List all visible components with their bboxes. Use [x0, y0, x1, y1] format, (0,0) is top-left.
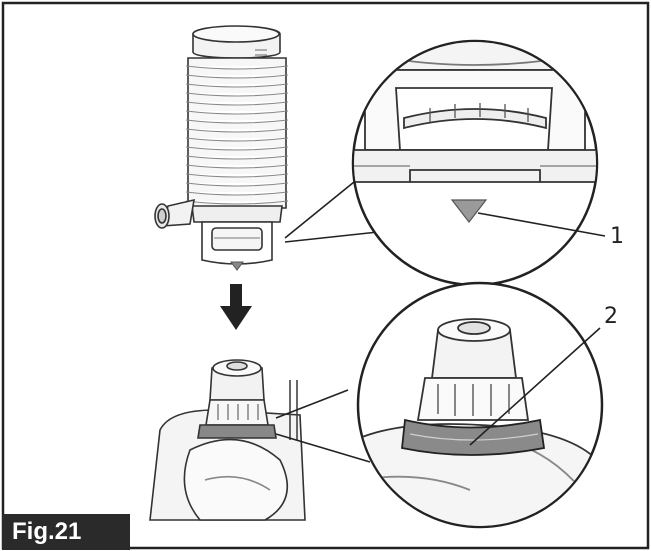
detail-circle-1 — [351, 39, 599, 287]
magnifier-lines-1 — [284, 181, 379, 243]
detail-circle-2 — [356, 281, 604, 529]
tool-drawing — [149, 359, 306, 521]
magnifier-lines-2 — [275, 389, 371, 463]
callout-number-2: 2 — [604, 304, 618, 329]
down-arrow-icon — [220, 284, 252, 330]
dust-bellows-drawing — [154, 25, 289, 271]
leader-line-2 — [469, 327, 601, 446]
callout-number-1: 1 — [610, 224, 624, 249]
figure-label: Fig.21 — [2, 514, 130, 550]
leader-line-1 — [477, 212, 606, 237]
